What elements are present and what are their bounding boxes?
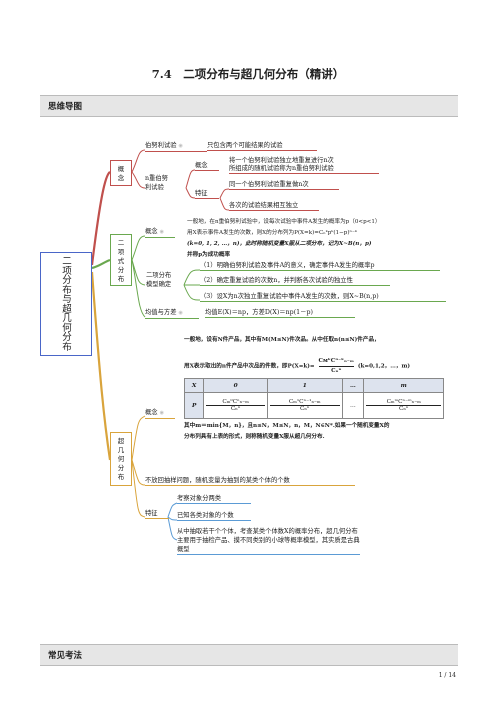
hyper-feature-1: 考察对象分两类 [177, 494, 251, 504]
root-node-frame: 二 项 分 布 与 超 几 何 分 布 [40, 252, 92, 356]
feature-1: 同一个伯努利试验重复做n次 [229, 180, 339, 190]
section-header-mindmap: 思维导图 [40, 95, 458, 117]
model-label: 二项分布模型确定 [146, 272, 172, 288]
hyper-feature-3: 从中抽取若干个个体，考查某类个体数X的概率分布，超几何分布 主要用于抽检产品、摸… [177, 528, 360, 555]
bernoulli-desc: 只包含两个可能结果的试验 [207, 141, 317, 151]
table-header-row: X 0 1 … m [183, 378, 444, 393]
binomial-def-2: 用X表示事件A发生的次数，则X的分布列为P(X=k)=Cₙᵏpᵏ(1−p)ⁿ⁻ᵏ [187, 230, 357, 236]
table-cell: … [341, 392, 365, 419]
binomial-def-1: 一般地，在n重伯努利试验中，设每次试验中事件A发生的概率为p（0<p<1） [187, 219, 381, 225]
nbern-concept: 概念 [195, 161, 219, 171]
table-cell: P [183, 392, 205, 419]
hyper-concept: 概念 ◉ [145, 408, 175, 419]
table-cell: 1 [266, 378, 343, 393]
hyper-def-4: 分布列具有上表的形式，则称随机变量X服从超几何分布. [184, 434, 325, 440]
model-step-2: （2）确定重复试验的次数n，并判断各次试验的独立性 [200, 276, 390, 286]
bernoulli-trial: 伯努利试验 ◉ [145, 141, 207, 152]
branch-hypergeometric: 超几何分布 [110, 432, 132, 486]
table-cell: m [363, 378, 444, 393]
n-bernoulli-label: n重伯努利试验 [145, 175, 168, 191]
table-cell: X [183, 378, 205, 393]
table-cell: … [341, 378, 365, 393]
section-header-common-methods: 常见考法 [40, 644, 458, 666]
hyper-feature: 特征 [145, 509, 169, 519]
binomial-concept: 概念 ◉ [145, 227, 175, 238]
hyper-def-1: 一般地，设有N件产品，其中有M(M≤N)件次品。从中任取n(n≤N)件产品， [184, 337, 380, 343]
branch-concept: 概念 [110, 160, 132, 186]
branch-binomial: 二项式分布 [110, 234, 132, 286]
mean-variance-label: 均值与方差 ◉ [145, 308, 199, 319]
page-title: 7.4 二项分布与超几何分布（精讲） [151, 67, 345, 81]
section-title: 常见考法 [48, 651, 83, 661]
model-step-1: （1）明确伯努利试验及事件A的意义，确定事件A发生的概率p [200, 261, 440, 271]
section-title: 思维导图 [48, 102, 83, 112]
hyper-feature-2: 已知各类对象的个数 [177, 511, 251, 521]
binomial-def-4: 并称p为成功概率 [187, 252, 231, 258]
feature-2: 各次的试验结果相互独立 [229, 201, 319, 211]
table-cell: 0 [203, 378, 268, 393]
nbern-concept-desc: 将一个伯努利试验独立地重复进行n次所组成的随机试验称为n重伯努利试验 [229, 157, 379, 174]
mean-variance-desc: 均值E(X)＝np，方差D(X)＝np(1－p) [205, 308, 355, 318]
hyper-def-3: 其中m＝min{M，n}，且n≤N，M≤N，n，M，N∈N*.如果一个随机变量X… [184, 423, 390, 429]
hyper-def-2: 用X表示取出的n件产品中次品的件数，即P(X=k)= CᴍᵏCⁿ⁻ᵏₙ₋ₘ Cₙ… [184, 358, 411, 374]
model-step-3: （3）设X为n次独立重复试验中事件A发生的次数，则X~B(n,p) [200, 292, 446, 302]
binomial-def-3: (k=0, 1, 2, …，n)，此时称随机变量X服从二项分布，记为X~B(n，… [187, 241, 372, 247]
nbern-feature: 特征 [195, 189, 219, 199]
page-number: 1 / 14 [438, 672, 456, 679]
non-replacement: 不放回抽样问题，随机变量为抽到的某类个体的个数 [145, 476, 355, 486]
